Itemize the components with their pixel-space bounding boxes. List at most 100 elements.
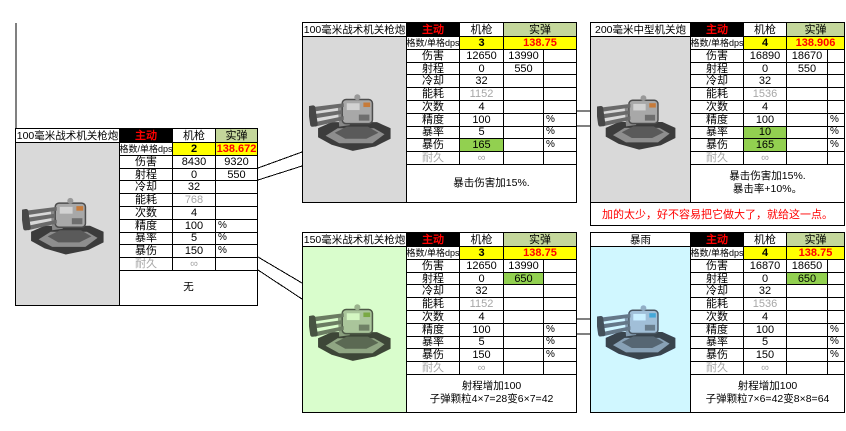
row-label[interactable]: 次数 xyxy=(407,100,460,114)
stat-cell-ammo[interactable] xyxy=(787,100,828,114)
pct-cell[interactable]: % xyxy=(544,139,577,153)
row-label[interactable]: 格数/单格dps xyxy=(407,247,460,260)
pct-cell[interactable]: % xyxy=(828,139,845,153)
row-label[interactable]: 暴伤 xyxy=(120,245,173,259)
pct-cell[interactable]: % xyxy=(544,349,577,363)
stat-cell-gun[interactable]: 8430 xyxy=(173,155,216,169)
row-label[interactable]: 伤害 xyxy=(407,49,460,63)
stat-cell-ammo[interactable] xyxy=(504,310,544,324)
stat-cell-ammo[interactable]: 138.672 xyxy=(216,143,258,156)
stat-cell-ammo[interactable] xyxy=(504,336,544,350)
stat-cell-gun[interactable]: ∞ xyxy=(173,258,216,271)
stat-cell-ammo[interactable] xyxy=(504,75,544,89)
stat-cell-gun[interactable]: 100 xyxy=(744,323,787,337)
col-header-gun[interactable]: 机枪 xyxy=(460,233,504,247)
stat-cell-gun[interactable]: ∞ xyxy=(460,152,504,165)
pct-cell[interactable] xyxy=(544,62,577,76)
stat-cell-ammo[interactable] xyxy=(787,75,828,89)
stat-cell-ammo[interactable]: 650 xyxy=(787,272,828,286)
stat-cell-gun[interactable]: 10 xyxy=(744,126,787,140)
row-label[interactable]: 暴伤 xyxy=(407,139,460,153)
stat-cell-gun[interactable]: 32 xyxy=(744,285,787,299)
row-label[interactable]: 伤害 xyxy=(691,259,744,273)
stat-cell-ammo[interactable] xyxy=(787,113,828,127)
stat-cell-gun[interactable]: 0 xyxy=(173,168,216,182)
row-label[interactable]: 耐久 xyxy=(407,362,460,375)
stat-cell-gun[interactable]: 5 xyxy=(460,126,504,140)
stat-cell-ammo[interactable] xyxy=(787,362,828,375)
stat-cell-gun[interactable]: 4 xyxy=(460,100,504,114)
stat-cell-gun[interactable]: 32 xyxy=(460,285,504,299)
stat-cell-ammo[interactable]: 13990 xyxy=(504,49,544,63)
row-label[interactable]: 精度 xyxy=(120,219,173,233)
pct-cell[interactable] xyxy=(828,259,845,273)
col-header-active[interactable]: 主动 xyxy=(407,233,460,247)
stat-cell-ammo[interactable] xyxy=(787,152,828,165)
stat-cell-ammo[interactable]: 18650 xyxy=(787,259,828,273)
stat-cell-gun[interactable]: 0 xyxy=(460,272,504,286)
row-label[interactable]: 射程 xyxy=(407,272,460,286)
stat-cell-ammo[interactable]: 138.75 xyxy=(504,247,577,260)
pct-cell[interactable]: % xyxy=(828,349,845,363)
stat-cell-ammo[interactable]: 18670 xyxy=(787,49,828,63)
row-label[interactable]: 暴伤 xyxy=(691,349,744,363)
row-label[interactable]: 冷却 xyxy=(407,75,460,89)
stat-cell-ammo[interactable]: % xyxy=(216,219,258,233)
stat-cell-gun[interactable]: 16890 xyxy=(744,49,787,63)
pct-cell[interactable] xyxy=(544,362,577,375)
stat-cell-gun[interactable]: 5 xyxy=(173,232,216,246)
stat-cell-ammo[interactable] xyxy=(504,139,544,153)
pct-cell[interactable]: % xyxy=(544,323,577,337)
stat-cell-ammo[interactable] xyxy=(787,88,828,101)
stat-cell-ammo[interactable] xyxy=(787,310,828,324)
row-label[interactable]: 暴率 xyxy=(407,336,460,350)
stat-cell-ammo[interactable] xyxy=(216,206,258,220)
table-title[interactable]: 150毫米战术机关枪炮 xyxy=(303,233,407,247)
stat-cell-gun[interactable]: 32 xyxy=(460,75,504,89)
stat-cell-gun[interactable]: 1152 xyxy=(460,88,504,101)
stat-cell-gun[interactable]: 100 xyxy=(744,113,787,127)
stat-cell-gun[interactable]: 150 xyxy=(173,245,216,259)
pct-cell[interactable] xyxy=(828,49,845,63)
row-label[interactable]: 冷却 xyxy=(407,285,460,299)
stat-cell-ammo[interactable]: 138.906 xyxy=(787,37,845,50)
row-label[interactable]: 射程 xyxy=(691,62,744,76)
pct-cell[interactable]: % xyxy=(544,126,577,140)
col-header-ammo[interactable]: 实弹 xyxy=(787,23,845,37)
stat-cell-gun[interactable]: 4 xyxy=(744,247,787,260)
row-label[interactable]: 格数/单格dps xyxy=(691,37,744,50)
row-label[interactable]: 射程 xyxy=(407,62,460,76)
col-header-gun[interactable]: 机枪 xyxy=(173,129,216,143)
stat-cell-gun[interactable]: 1152 xyxy=(460,298,504,311)
stat-cell-ammo[interactable]: % xyxy=(216,245,258,259)
turret-image-cell[interactable] xyxy=(16,143,120,306)
col-header-ammo[interactable]: 实弹 xyxy=(787,233,845,247)
stat-cell-ammo[interactable] xyxy=(787,139,828,153)
stat-cell-ammo[interactable]: 550 xyxy=(787,62,828,76)
stat-cell-gun[interactable]: 3 xyxy=(460,37,504,50)
stat-cell-ammo[interactable] xyxy=(787,323,828,337)
pct-cell[interactable] xyxy=(828,88,845,101)
row-label[interactable]: 耐久 xyxy=(407,152,460,165)
pct-cell[interactable] xyxy=(544,100,577,114)
pct-cell[interactable] xyxy=(544,49,577,63)
col-header-gun[interactable]: 机枪 xyxy=(744,233,787,247)
stat-cell-ammo[interactable]: 138.75 xyxy=(504,37,577,50)
stat-cell-ammo[interactable] xyxy=(216,194,258,207)
pct-cell[interactable] xyxy=(828,310,845,324)
row-label[interactable]: 精度 xyxy=(407,323,460,337)
stat-cell-ammo[interactable] xyxy=(504,88,544,101)
stat-cell-gun[interactable]: 4 xyxy=(744,37,787,50)
stat-cell-gun[interactable]: 4 xyxy=(460,310,504,324)
pct-cell[interactable] xyxy=(828,75,845,89)
stat-cell-ammo[interactable]: 550 xyxy=(216,168,258,182)
table-title[interactable]: 暴雨 xyxy=(591,233,691,247)
stat-cell-gun[interactable]: 1536 xyxy=(744,88,787,101)
stat-cell-ammo[interactable] xyxy=(216,258,258,271)
stat-cell-ammo[interactable] xyxy=(787,285,828,299)
stat-cell-gun[interactable]: 165 xyxy=(744,139,787,153)
col-header-ammo[interactable]: 实弹 xyxy=(216,129,258,143)
stat-cell-gun[interactable]: ∞ xyxy=(744,362,787,375)
row-label[interactable]: 伤害 xyxy=(691,49,744,63)
